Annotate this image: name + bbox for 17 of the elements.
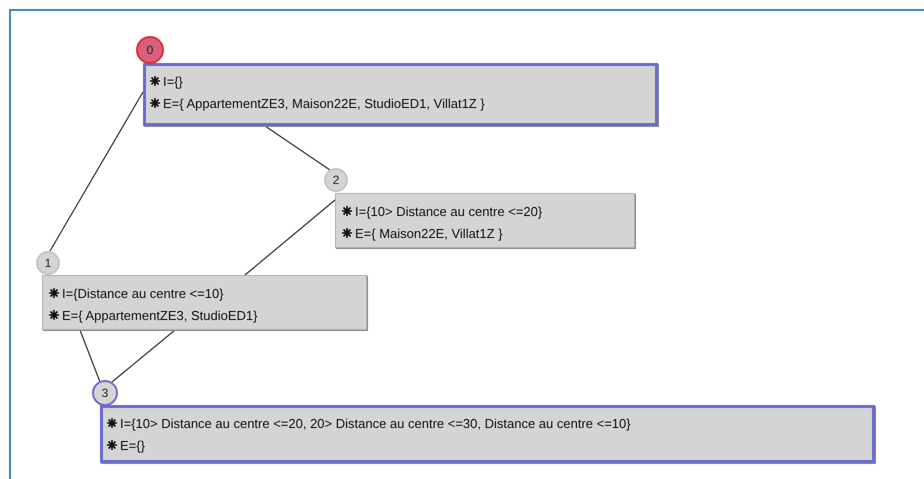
connector-line <box>79 330 101 382</box>
concept-text: E={ AppartementZE3, Maison22E, StudioED1, Villat1Z } <box>163 96 485 110</box>
concept-text: I={10> Distance au centre <=20, 20> Distance au centre <=30, Distance au centre <=10} <box>120 416 631 430</box>
concept-text: E={} <box>120 438 145 452</box>
number-badge: 2 <box>324 168 348 192</box>
connector-line <box>49 92 144 252</box>
concept-text: I={} <box>163 74 183 88</box>
concept-text: I={Distance au centre <=10} <box>62 286 224 300</box>
connector-line <box>244 200 336 276</box>
concept-text: E={ AppartementZE3, StudioED1} <box>62 308 258 322</box>
connector-line <box>112 330 176 382</box>
concept-text: I={10> Distance au centre <=20} <box>355 204 542 218</box>
number-badge: 1 <box>36 251 60 275</box>
number-badge: 3 <box>92 380 118 406</box>
concept-text: E={ Maison22E, Villat1Z } <box>355 226 503 240</box>
number-badge: 0 <box>136 36 164 64</box>
connector-line <box>264 126 330 170</box>
